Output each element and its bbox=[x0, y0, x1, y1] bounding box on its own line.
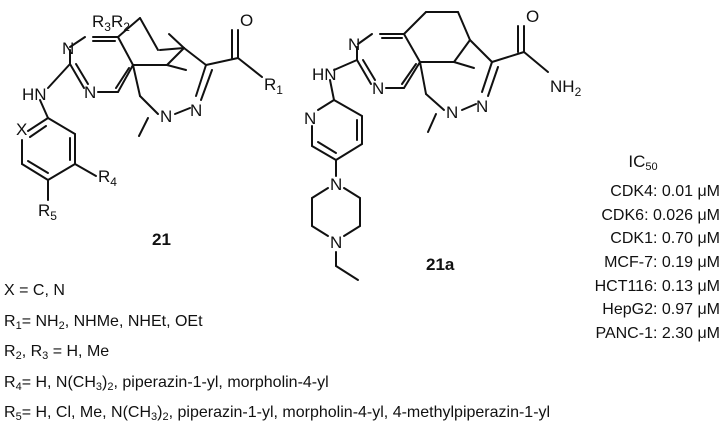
atom-n-top: N bbox=[62, 39, 74, 58]
compound-21a-structure: N N HN N N N N N O NH2 bbox=[304, 7, 582, 281]
atom-n-mid: N bbox=[84, 83, 96, 102]
atom-x: X bbox=[16, 120, 27, 139]
atom-n-pyrazole-21a: N bbox=[446, 103, 458, 122]
atom-n-pyrazole: N bbox=[160, 107, 172, 126]
atom-n-pyrazole-2: N bbox=[190, 101, 202, 120]
substituent-r1: R1= NH2, NHMe, NHEt, OEt bbox=[4, 312, 203, 332]
atom-n-mid-21a: N bbox=[372, 79, 384, 98]
ic50-item: CDK6: 0.026 μM bbox=[601, 206, 720, 224]
compound-21-label: 21 bbox=[152, 230, 171, 249]
compound-21-structure: R3R2 N N HN X R4 R5 N N O R1 bbox=[16, 11, 283, 223]
atom-n-top-21a: N bbox=[348, 35, 360, 54]
atom-o-21a: O bbox=[526, 7, 539, 26]
atom-r4: R4 bbox=[98, 167, 117, 189]
atom-n-piperazine-2: N bbox=[330, 233, 342, 252]
ic50-item: PANC-1: 2.30 μM bbox=[595, 325, 720, 343]
compound-21a-label: 21a bbox=[426, 255, 455, 274]
atom-nh-21a: HN bbox=[312, 65, 337, 84]
substituent-r4: R4= H, N(CH3)2, piperazin-1-yl, morpholi… bbox=[4, 373, 329, 393]
substituent-r2-r3: R2, R3 = H, Me bbox=[4, 343, 110, 362]
ic50-item: HCT116: 0.13 μM bbox=[594, 277, 720, 295]
atom-r1: R1 bbox=[264, 75, 283, 97]
atom-nh: HN bbox=[22, 85, 47, 104]
atom-n: R3R2 bbox=[92, 12, 130, 34]
ic50-list: CDK4: 0.01 μM CDK6: 0.026 μM CDK1: 0.70 … bbox=[548, 180, 724, 346]
atom-n-piperazine-1: N bbox=[330, 175, 342, 194]
substituent-r5: R5= H, Cl, Me, N(CH3)2, piperazin-1-yl, … bbox=[4, 404, 551, 423]
substituent-definitions: X = C, N R1= NH2, NHMe, NHEt, OEt R2, R3… bbox=[4, 276, 720, 429]
ic50-title: IC50 bbox=[628, 152, 658, 173]
atom-r5: R5 bbox=[38, 201, 57, 223]
atom-n-pyridine: N bbox=[304, 109, 316, 128]
ic50-item: MCF-7: 0.19 μM bbox=[604, 254, 720, 272]
ic50-item: HepG2: 0.97 μM bbox=[602, 301, 720, 319]
atom-nh2: NH2 bbox=[550, 77, 582, 99]
ic50-item: CDK1: 0.70 μM bbox=[610, 230, 720, 248]
atom-n-pyrazole2-21a: N bbox=[476, 97, 488, 116]
atom-o: O bbox=[240, 11, 253, 30]
ic50-item: CDK4: 0.01 μM bbox=[610, 183, 720, 200]
substituent-x: X = C, N bbox=[4, 282, 65, 299]
